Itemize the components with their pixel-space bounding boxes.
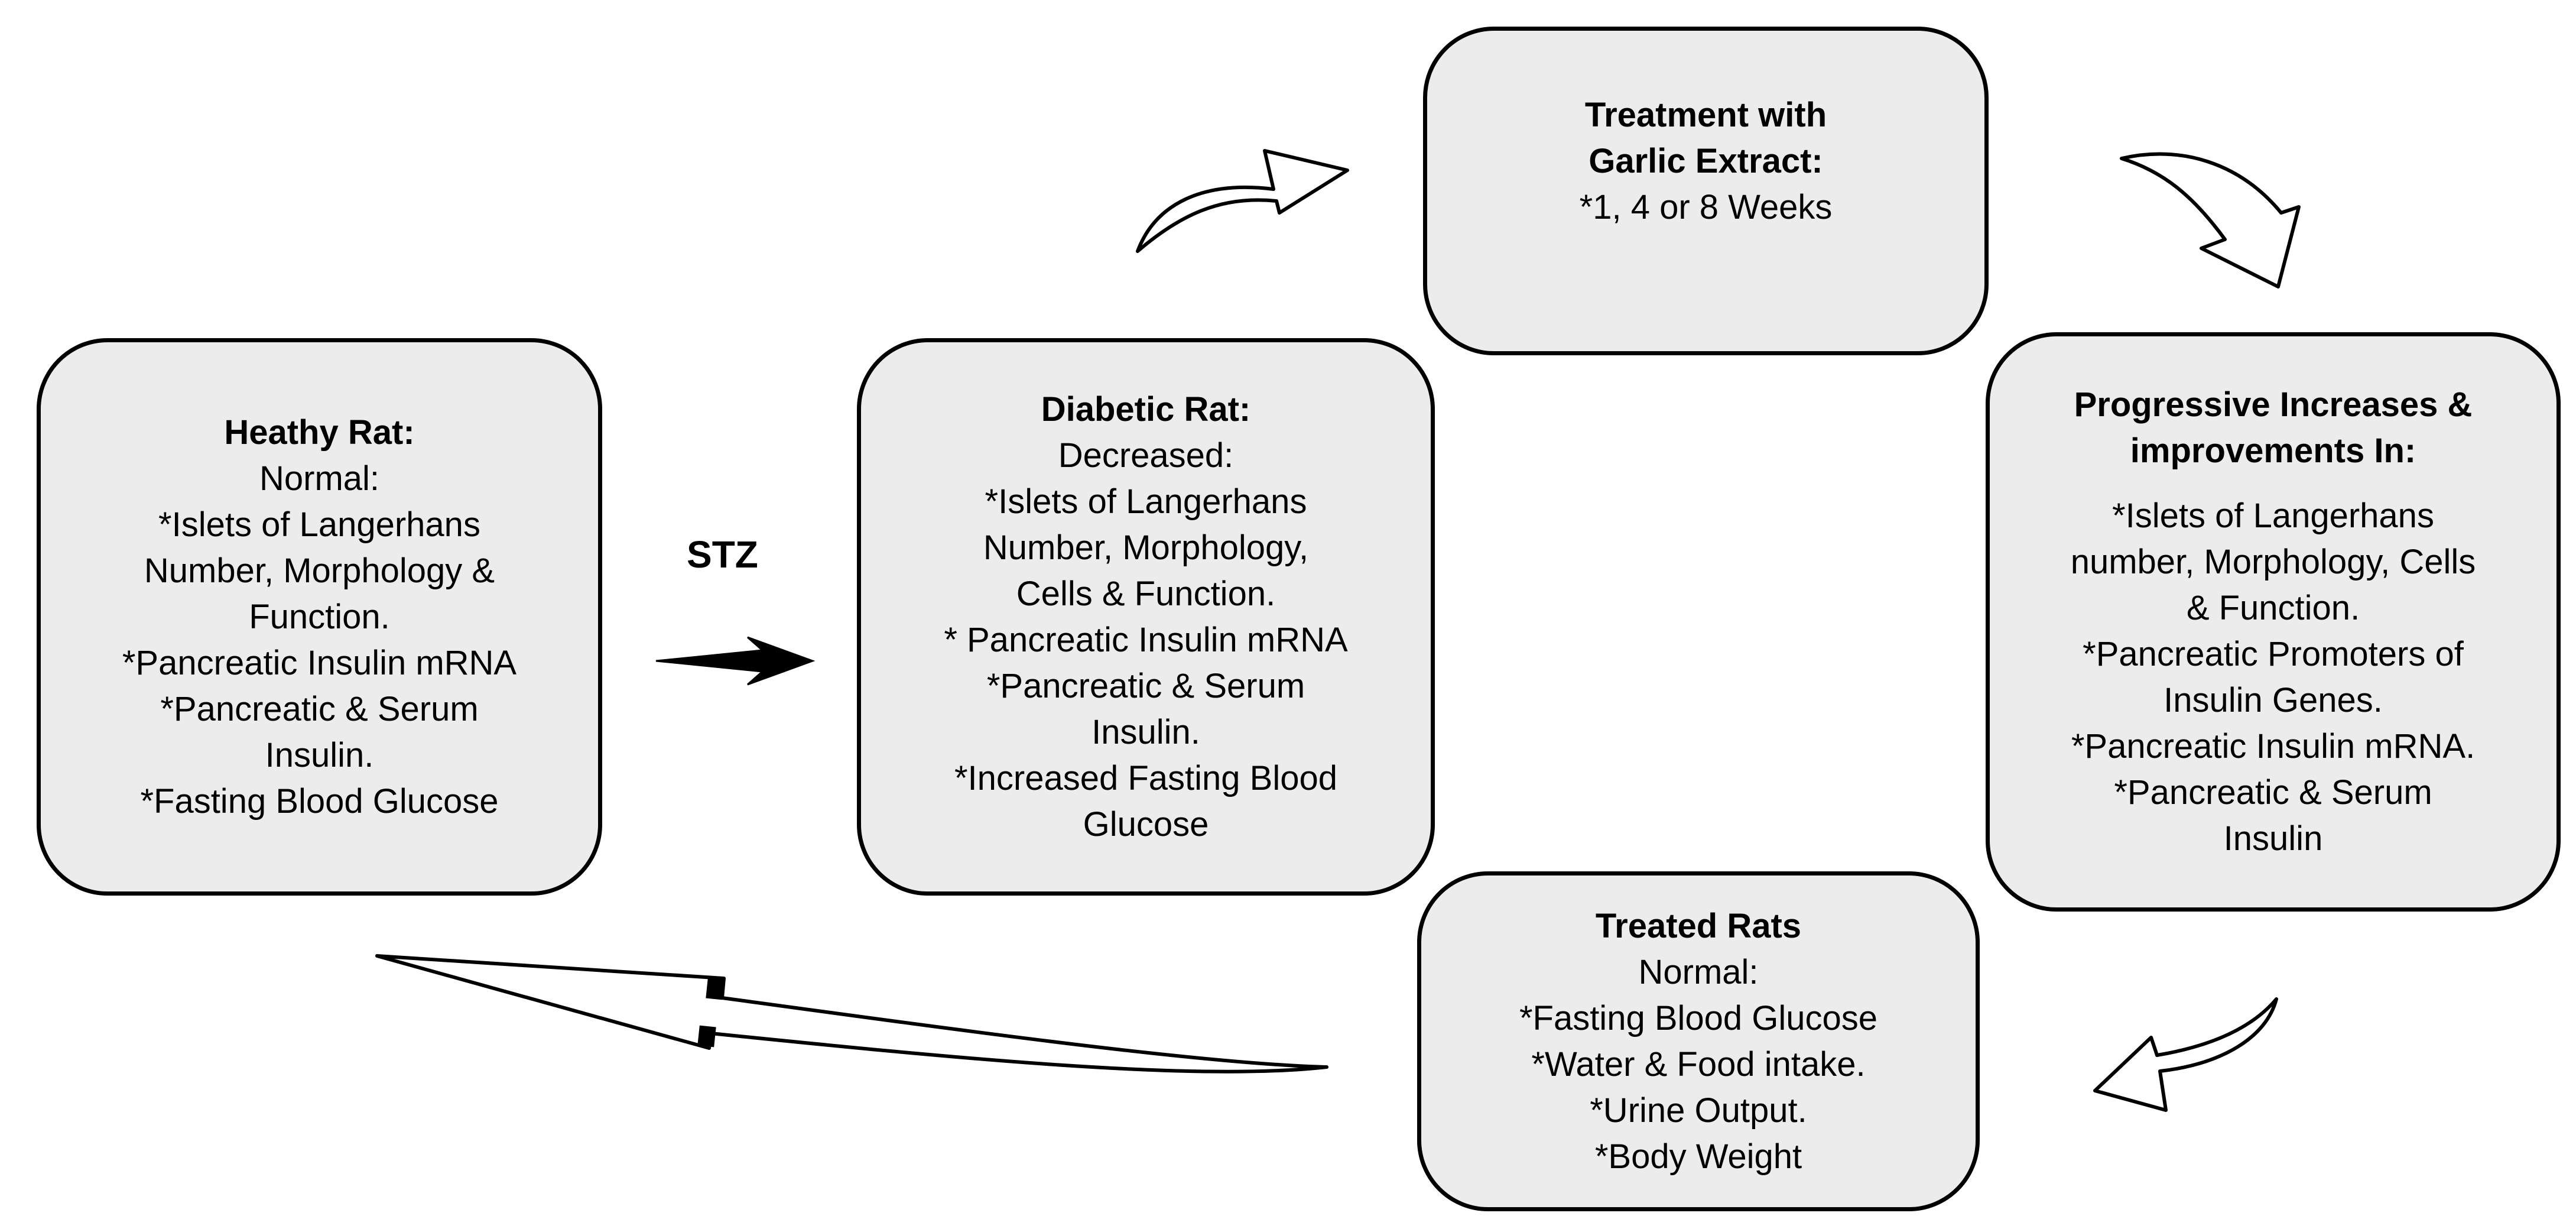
diabetic-rat-line: Glucose [1083,805,1209,844]
progressive-line: number, Morphology, Cells [2070,543,2476,581]
return-arrow-band [697,1025,716,1048]
diabetic-rat-line: *Islets of Langerhans [985,482,1307,521]
healthy-rat-line: Number, Morphology & [144,551,495,590]
diabetic-rat-line: Insulin. [1092,712,1200,751]
garlic-treatment-title: Garlic Extract: [1589,142,1823,180]
progressive-line: Insulin [2223,819,2323,858]
curved-arrow-to-treatment [1136,149,1349,253]
progressive-line: *Pancreatic Insulin mRNA. [2071,727,2476,766]
diabetic-rat-line: *Increased Fasting Blood [954,758,1338,797]
treated-rats-line: Normal: [1638,952,1759,991]
garlic-treatment-title: Treatment with [1584,96,1827,134]
curved-arrow-to-progress [2120,152,2301,288]
treated-rats-box: Treated Rats Normal: *Fasting Blood Gluc… [1417,871,1980,1211]
diabetic-rat-box: Diabetic Rat: Decreased: *Islets of Lang… [857,338,1435,896]
diabetic-rat-line: Cells & Function. [1016,574,1276,613]
healthy-rat-line: Normal: [259,459,380,498]
progressive-improvements-box: Progressive Increases & improvements In:… [1986,332,2561,912]
healthy-rat-line: *Islets of Langerhans [158,505,480,544]
diabetic-rat-line: Number, Morphology, [983,528,1309,567]
stz-label: STZ [687,533,758,576]
diabetic-rat-line: *Pancreatic & Serum [986,666,1305,705]
progressive-title: Progressive Increases & [2074,385,2473,424]
progressive-line: Insulin Genes. [2164,681,2383,719]
treated-rats-line: *Urine Output. [1590,1091,1807,1130]
healthy-rat-line: *Fasting Blood Glucose [140,781,499,821]
healthy-rat-line: *Pancreatic Insulin mRNA [122,643,517,682]
garlic-treatment-line: *1, 4 or 8 Weeks [1579,188,1833,226]
progressive-line: *Islets of Langerhans [2112,497,2434,535]
progressive-line: *Pancreatic Promoters of [2083,635,2464,673]
stz-arrow [655,636,816,686]
treated-rats-line: *Water & Food intake. [1531,1045,1866,1084]
healthy-rat-line: Insulin. [265,735,374,774]
progressive-line: & Function. [2186,589,2360,627]
curved-arrow-to-treated [2093,997,2278,1112]
treated-rats-title: Treated Rats [1595,906,1802,945]
healthy-rat-title: Heathy Rat: [224,413,415,452]
healthy-rat-line: *Pancreatic & Serum [160,689,479,728]
diabetic-rat-title: Diabetic Rat: [1041,390,1251,429]
return-arrow-to-healthy [375,954,1328,1074]
progressive-title: improvements In: [2130,432,2416,470]
garlic-treatment-box: Treatment with Garlic Extract: *1, 4 or … [1423,27,1989,355]
treated-rats-line: *Body Weight [1594,1137,1802,1176]
return-arrow-band [706,978,725,1000]
progressive-line: *Pancreatic & Serum [2114,773,2432,812]
healthy-rat-line: Function. [249,597,390,636]
healthy-rat-box: Heathy Rat: Normal: *Islets of Langerhan… [37,338,602,896]
diabetic-rat-line: * Pancreatic Insulin mRNA [944,620,1348,659]
diabetic-rat-line: Decreased: [1058,436,1234,475]
treated-rats-line: *Fasting Blood Glucose [1519,998,1878,1037]
